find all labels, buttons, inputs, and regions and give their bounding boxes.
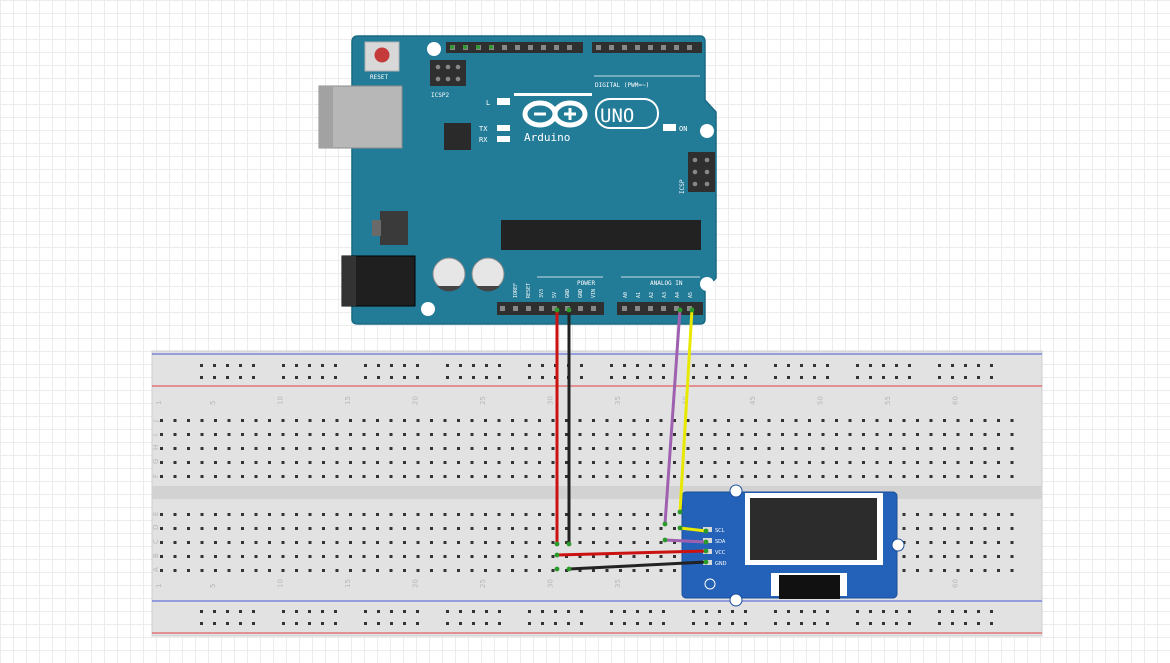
icsp2-label: ICSP2 bbox=[431, 92, 449, 99]
column-number: 1 bbox=[155, 584, 163, 588]
icsp-header: ICSP bbox=[679, 152, 715, 194]
column-number: 55 bbox=[884, 396, 892, 405]
l-label: L bbox=[486, 99, 490, 107]
center-channel bbox=[152, 486, 1042, 499]
column-number: 25 bbox=[479, 579, 487, 588]
oled-pin-gnd: GND bbox=[715, 561, 727, 567]
usb-connector bbox=[318, 85, 403, 149]
icsp2-header: ICSP2 bbox=[430, 60, 466, 99]
arduino-pcb bbox=[351, 35, 717, 325]
column-number: 45 bbox=[749, 396, 757, 405]
breadboard-row-letters: J I H G F E D C B A bbox=[152, 420, 160, 572]
mounting-hole bbox=[700, 124, 714, 138]
wire-gnd-oled bbox=[567, 560, 708, 571]
led-l bbox=[497, 98, 510, 105]
mounting-hole bbox=[421, 302, 435, 316]
column-number: 15 bbox=[344, 396, 352, 405]
arduino-uno-board: RESET ICSP2 bbox=[318, 35, 717, 325]
analog-pin-label: A4 bbox=[675, 292, 681, 298]
wire-a5-scl bbox=[678, 307, 694, 514]
power-header: POWER IOREF RESET 3V3 5V GND GND VIN bbox=[497, 276, 604, 315]
rx-label: RX bbox=[479, 136, 488, 144]
column-number: 25 bbox=[479, 396, 487, 405]
row-letter: A bbox=[152, 567, 160, 572]
capacitor bbox=[471, 257, 505, 292]
arduino-logo: UNO Arduino bbox=[514, 93, 659, 144]
power-pin-label: IOREF bbox=[513, 283, 519, 298]
atmega-chip bbox=[501, 220, 701, 250]
analog-pin-label: A1 bbox=[636, 292, 642, 298]
oled-screen bbox=[750, 498, 877, 560]
oled-pin-vcc: VCC bbox=[715, 550, 726, 556]
row-letter: C bbox=[152, 539, 160, 544]
power-pin-label: 5V bbox=[552, 292, 558, 298]
analog-pin-label: A2 bbox=[649, 292, 655, 298]
analog-label: ANALOG IN bbox=[650, 280, 683, 287]
row-letter: I bbox=[152, 434, 160, 436]
column-number: 30 bbox=[547, 396, 555, 405]
power-pin-label: VIN bbox=[591, 289, 597, 298]
wire-a4-sda bbox=[663, 307, 682, 526]
power-pin-label: GND bbox=[578, 289, 584, 298]
analog-pin-label: A0 bbox=[623, 292, 629, 298]
brand-label: Arduino bbox=[524, 131, 570, 144]
mounting-hole bbox=[700, 277, 714, 291]
power-pin-label: 3V3 bbox=[539, 289, 545, 298]
wire-sda-oled bbox=[663, 538, 708, 544]
power-pin-label: GND bbox=[565, 289, 571, 298]
column-number: 10 bbox=[277, 396, 285, 405]
oled-pin-sda: SDA bbox=[715, 539, 726, 545]
reset-label: RESET bbox=[370, 74, 388, 81]
led-rx bbox=[497, 136, 510, 142]
grove-logo-icon bbox=[704, 578, 716, 590]
column-number: 10 bbox=[277, 579, 285, 588]
led-on bbox=[663, 124, 676, 131]
column-number: 50 bbox=[817, 396, 825, 405]
oled-module: SCL SDA VCC GND bbox=[681, 484, 905, 607]
power-label: POWER bbox=[577, 280, 595, 287]
column-number: 1 bbox=[155, 401, 163, 405]
column-number: 20 bbox=[412, 396, 420, 405]
row-letter: F bbox=[152, 474, 160, 478]
model-label: UNO bbox=[600, 105, 634, 127]
oled-pin-scl: SCL bbox=[715, 528, 725, 534]
wire-scl-oled bbox=[678, 526, 708, 533]
digital-header: DIGITAL (PWM=~) bbox=[446, 42, 702, 89]
breadboard: 1155101015152020252530303535404045455050… bbox=[151, 350, 1043, 637]
row-letter: G bbox=[152, 459, 160, 464]
column-number: 30 bbox=[547, 579, 555, 588]
column-number: 60 bbox=[952, 396, 960, 405]
column-number: 35 bbox=[614, 579, 622, 588]
row-letter: J bbox=[152, 420, 160, 423]
digital-label: DIGITAL (PWM=~) bbox=[595, 82, 649, 89]
led-tx bbox=[497, 125, 510, 131]
capacitor bbox=[432, 257, 466, 292]
power-pin-label: RESET bbox=[526, 283, 532, 298]
voltage-regulator bbox=[372, 211, 408, 245]
icsp-label: ICSP bbox=[679, 179, 686, 194]
analog-pin-label: A5 bbox=[688, 292, 694, 298]
column-number: 20 bbox=[412, 579, 420, 588]
oled-ribbon-connector bbox=[779, 575, 840, 599]
wires bbox=[554, 307, 709, 572]
wire-vcc bbox=[555, 549, 708, 557]
usb-chip bbox=[444, 123, 471, 150]
tx-label: TX bbox=[479, 125, 488, 133]
power-jack bbox=[341, 255, 416, 307]
reset-button: RESET bbox=[364, 41, 400, 81]
row-letter: E bbox=[152, 512, 160, 516]
row-letter: D bbox=[152, 525, 160, 530]
on-label: ON bbox=[679, 125, 687, 133]
column-number: 5 bbox=[209, 584, 217, 588]
analog-pin-label: A3 bbox=[662, 292, 668, 298]
row-letter: H bbox=[152, 445, 160, 450]
column-number: 5 bbox=[209, 401, 217, 405]
column-number: 15 bbox=[344, 579, 352, 588]
row-letter: B bbox=[152, 553, 160, 558]
column-number: 60 bbox=[952, 579, 960, 588]
mounting-hole bbox=[427, 42, 441, 56]
column-number: 35 bbox=[614, 396, 622, 405]
